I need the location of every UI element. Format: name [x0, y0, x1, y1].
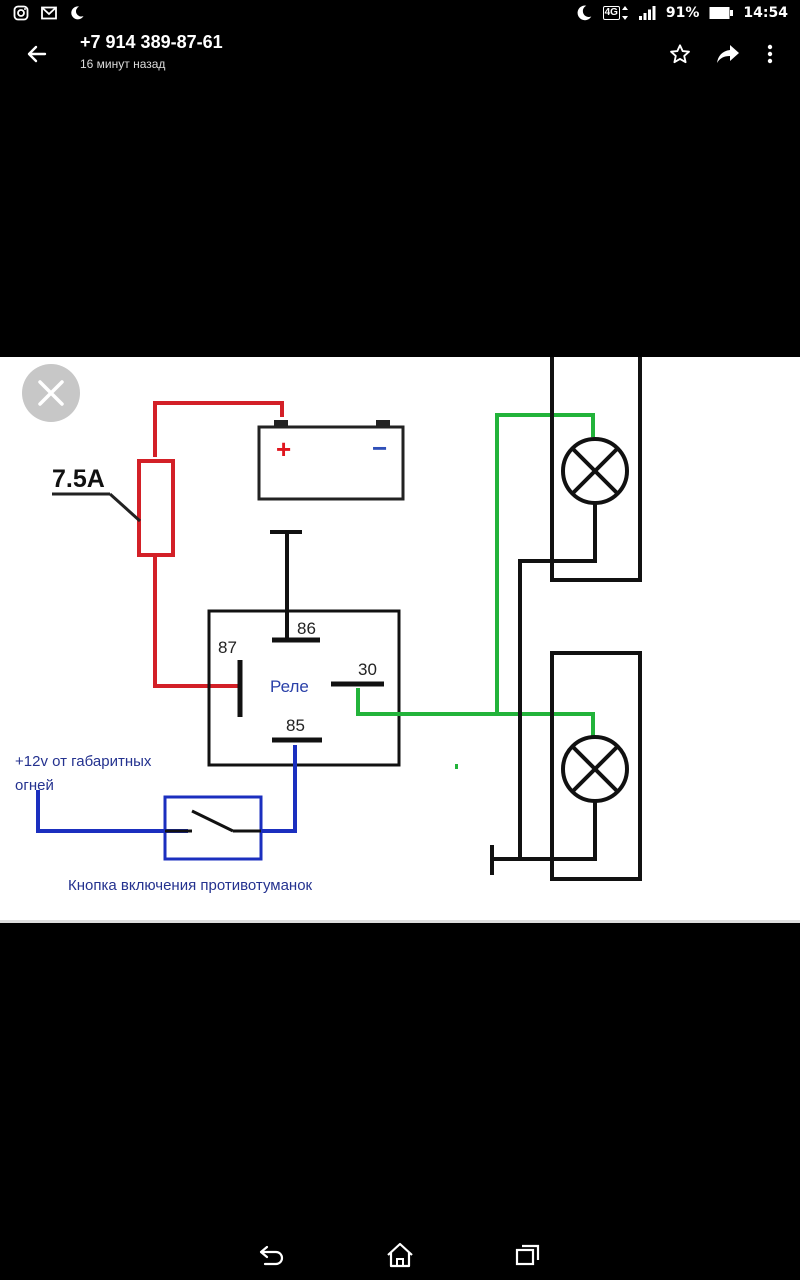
- relay-label: Реле: [270, 677, 309, 696]
- pin-30-label: 30: [358, 660, 377, 679]
- star-button[interactable]: [664, 38, 696, 70]
- back-button[interactable]: [20, 38, 52, 70]
- star-icon: [670, 44, 690, 64]
- battery-plus-sign: +: [276, 434, 291, 464]
- switch-caption: Кнопка включения противотуманок: [68, 877, 313, 894]
- fog-lamp-top-housing: [550, 357, 642, 582]
- gmail-icon: [40, 4, 58, 22]
- nav-recents-button[interactable]: [508, 1235, 548, 1275]
- share-arrow-icon: [717, 45, 739, 63]
- battery-percent: 91%: [665, 5, 700, 21]
- moon-icon: [68, 4, 86, 22]
- signal-icon: [638, 4, 656, 22]
- battery: [257, 425, 405, 501]
- app-bar: +7 914 389-87-61 16 минут назад: [0, 26, 800, 82]
- wiring-diagram: 7.5A + − 86 87 30 85 Реле +12v от габари…: [15, 357, 642, 894]
- more-options-button[interactable]: [754, 38, 786, 70]
- fuse-label: 7.5A: [52, 465, 105, 493]
- red-wire: [153, 401, 284, 688]
- source-label-line1: +12v от габаритных: [15, 753, 152, 770]
- arrow-left-icon: [27, 45, 47, 63]
- battery-minus-sign: −: [372, 433, 387, 463]
- relay-body: [207, 609, 401, 767]
- fuse: [137, 459, 175, 557]
- battery-terminal-plus: [274, 420, 288, 428]
- close-image-button[interactable]: [22, 364, 80, 422]
- fog-lamp-bottom-cross-2: [571, 745, 619, 793]
- fog-lamp-top-cross-2: [571, 447, 619, 495]
- switch-box: [163, 795, 263, 861]
- network-type-icon: 4G: [602, 6, 628, 20]
- status-bar: 4G 91% 14:54: [0, 0, 800, 26]
- status-bar-left: [12, 4, 86, 22]
- home-icon: [387, 1242, 413, 1268]
- fuse-leader-diagonal: [108, 492, 142, 523]
- network-type-label: 4G: [602, 6, 620, 20]
- navigation-bar: [0, 1230, 800, 1280]
- moon-icon: [575, 4, 593, 22]
- content-divider: [0, 920, 800, 923]
- fog-lamp-bottom-housing: [550, 651, 642, 881]
- more-vertical-icon: [767, 44, 773, 64]
- stray-dot: [455, 764, 458, 769]
- source-label-line2: огней: [15, 777, 54, 794]
- timestamp-subtitle: 16 минут назад: [80, 57, 166, 71]
- switch-contact: [191, 809, 234, 833]
- share-button[interactable]: [712, 38, 744, 70]
- battery-terminal-minus: [376, 420, 390, 428]
- pin-85-label: 85: [286, 716, 305, 735]
- sender-title: +7 914 389-87-61: [80, 32, 223, 52]
- green-wire: [356, 413, 595, 737]
- blue-wire: [36, 745, 297, 833]
- image-viewer: 7.5A + − 86 87 30 85 Реле +12v от габари…: [0, 357, 800, 920]
- back-icon: [259, 1245, 284, 1266]
- pin-86-label: 86: [297, 619, 316, 638]
- battery-icon: [709, 4, 734, 22]
- pin-87-label: 87: [218, 638, 237, 657]
- nav-back-button[interactable]: [252, 1235, 292, 1275]
- instagram-icon: [12, 4, 30, 22]
- fog-lamp-top-ground-wire: [520, 504, 597, 563]
- nav-home-button[interactable]: [380, 1235, 420, 1275]
- clock: 14:54: [743, 5, 788, 21]
- status-bar-right: 4G 91% 14:54: [575, 4, 788, 22]
- close-icon: [38, 380, 64, 406]
- recent-apps-icon: [515, 1244, 540, 1266]
- fog-lamp-bottom-ground-wire: [520, 802, 597, 861]
